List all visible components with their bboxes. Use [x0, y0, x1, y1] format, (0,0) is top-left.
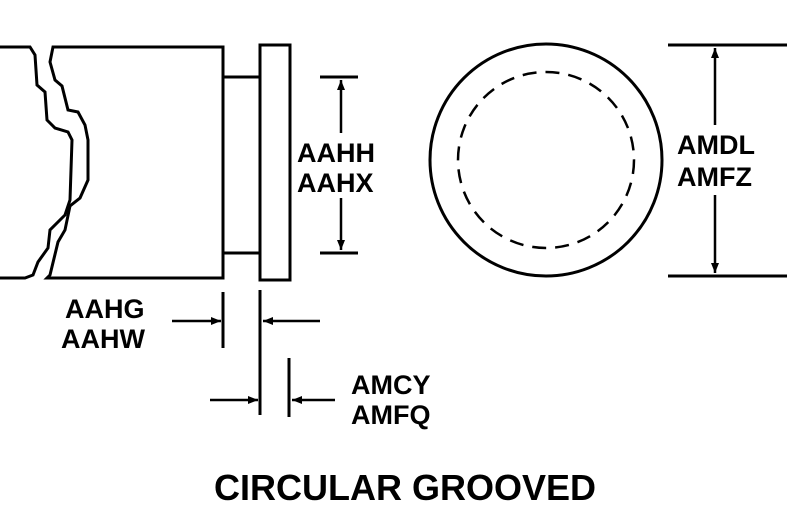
label-amfz: AMFZ: [677, 162, 752, 192]
shaft-body: [43, 45, 225, 280]
diagram-title: CIRCULAR GROOVED: [214, 467, 596, 508]
outer-circle: [428, 42, 664, 278]
label-amcy: AMCY: [351, 370, 431, 400]
label-aahh: AAHH: [297, 138, 375, 168]
label-aahg: AAHG: [65, 294, 145, 324]
label-amdl: AMDL: [677, 130, 755, 160]
label-amfq: AMFQ: [351, 400, 430, 430]
label-aahw: AAHW: [61, 324, 145, 354]
label-aahx: AAHX: [297, 168, 374, 198]
flange: [258, 43, 292, 282]
groove-circle-dashed: [456, 70, 636, 250]
shaft-break-left: [0, 45, 74, 280]
